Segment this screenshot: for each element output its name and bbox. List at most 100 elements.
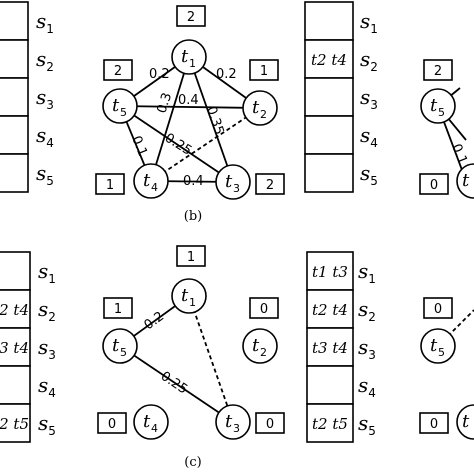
table-cell — [306, 327, 354, 367]
svg-text:t: t — [143, 170, 151, 191]
edge-weight-label: 0.1 — [128, 134, 150, 159]
slot-label: s2 — [360, 47, 378, 74]
slot-label: s3 — [358, 335, 376, 362]
edge-weight-label: 0.25 — [162, 131, 195, 159]
svg-text:t: t — [462, 411, 470, 432]
table-cell — [0, 289, 31, 329]
edge-weight-label: 0.2 — [142, 309, 168, 333]
svg-text:0.1: 0.1 — [448, 142, 470, 167]
edge-t5-t3 — [119, 105, 234, 183]
cell-tasks: t2 t5 — [312, 415, 348, 433]
edge-weight-label: 0.35 — [203, 105, 226, 137]
node-t4 — [456, 404, 474, 440]
svg-text:0: 0 — [266, 417, 274, 432]
cell-tasks: t3 t4 — [312, 339, 348, 357]
edge-t5-t3 — [119, 345, 234, 423]
svg-text:t: t — [430, 95, 438, 116]
badge-t2: 0 — [249, 297, 279, 319]
badge: 0 — [419, 173, 449, 195]
table-cell — [0, 77, 29, 117]
edge-t1-t3 — [188, 295, 234, 423]
node-t5 — [420, 328, 456, 364]
slot-label: s4 — [358, 373, 376, 400]
svg-text:0: 0 — [260, 302, 268, 317]
table-cell — [304, 77, 354, 117]
badge-t1: 1 — [176, 245, 206, 267]
slot-label: s2 — [36, 47, 54, 74]
slot-label: s4 — [36, 123, 54, 150]
cell-tasks: t2 t4 — [312, 301, 348, 319]
table-cell — [0, 153, 29, 193]
badge: 0 — [423, 297, 453, 319]
slot-label: s1 — [36, 9, 54, 36]
svg-text:4: 4 — [151, 422, 158, 435]
svg-text:0: 0 — [434, 302, 442, 317]
table-cell — [306, 251, 354, 291]
svg-text:1: 1 — [260, 64, 268, 79]
edge-t1-t3 — [188, 56, 234, 183]
badge-t2: 1 — [249, 59, 279, 81]
table-cell — [306, 365, 354, 405]
table-cell — [306, 289, 354, 329]
cell-tasks: t2 t4 — [0, 301, 29, 319]
svg-text:2: 2 — [114, 64, 122, 79]
slot-label: s5 — [358, 411, 376, 438]
slot-label: s5 — [38, 411, 56, 438]
svg-text:2: 2 — [266, 178, 274, 193]
svg-text:2: 2 — [260, 346, 267, 359]
edge-t4-t2 — [150, 107, 261, 182]
node-t4 — [456, 163, 474, 199]
table-cell — [0, 251, 31, 291]
svg-text:t: t — [225, 171, 233, 192]
svg-text:5: 5 — [438, 106, 445, 119]
svg-text:4: 4 — [151, 181, 158, 194]
slot-label: s2 — [38, 297, 56, 324]
svg-text:5: 5 — [438, 346, 445, 359]
badge: 2 — [423, 59, 453, 81]
svg-text:2: 2 — [260, 108, 267, 121]
svg-text:1: 1 — [114, 302, 122, 317]
svg-text:t: t — [112, 335, 120, 356]
svg-text:1: 1 — [106, 178, 114, 193]
svg-text:0: 0 — [108, 417, 116, 432]
node-t5 — [420, 88, 456, 124]
svg-text:t: t — [181, 46, 189, 67]
svg-text:t: t — [252, 97, 260, 118]
slot-label: s3 — [38, 335, 56, 362]
svg-text:5: 5 — [120, 106, 127, 119]
badge-t1: 2 — [176, 5, 206, 27]
table-cell — [0, 115, 29, 155]
svg-text:2: 2 — [434, 64, 442, 79]
slot-label: s1 — [360, 9, 378, 36]
badge-t3: 2 — [255, 173, 285, 195]
slot-label: s3 — [36, 85, 54, 112]
table-cell — [304, 115, 354, 155]
svg-text:t: t — [462, 170, 470, 191]
slot-label: s4 — [360, 123, 378, 150]
slot-label: s5 — [360, 161, 378, 188]
svg-text:t: t — [225, 411, 233, 432]
slot-label: s1 — [38, 259, 56, 286]
table-cell — [304, 153, 354, 193]
top-left-slot-table: s1 s2 s3 s4 s5 — [0, 1, 54, 193]
svg-text:3: 3 — [233, 422, 240, 435]
badge-t4: 0 — [97, 412, 127, 434]
badge-t4: 1 — [95, 173, 125, 195]
slot-label: s5 — [36, 161, 54, 188]
caption-c: (c) — [184, 455, 201, 470]
slot-labels: s1 s2 s3 s4 s5 — [36, 9, 54, 188]
